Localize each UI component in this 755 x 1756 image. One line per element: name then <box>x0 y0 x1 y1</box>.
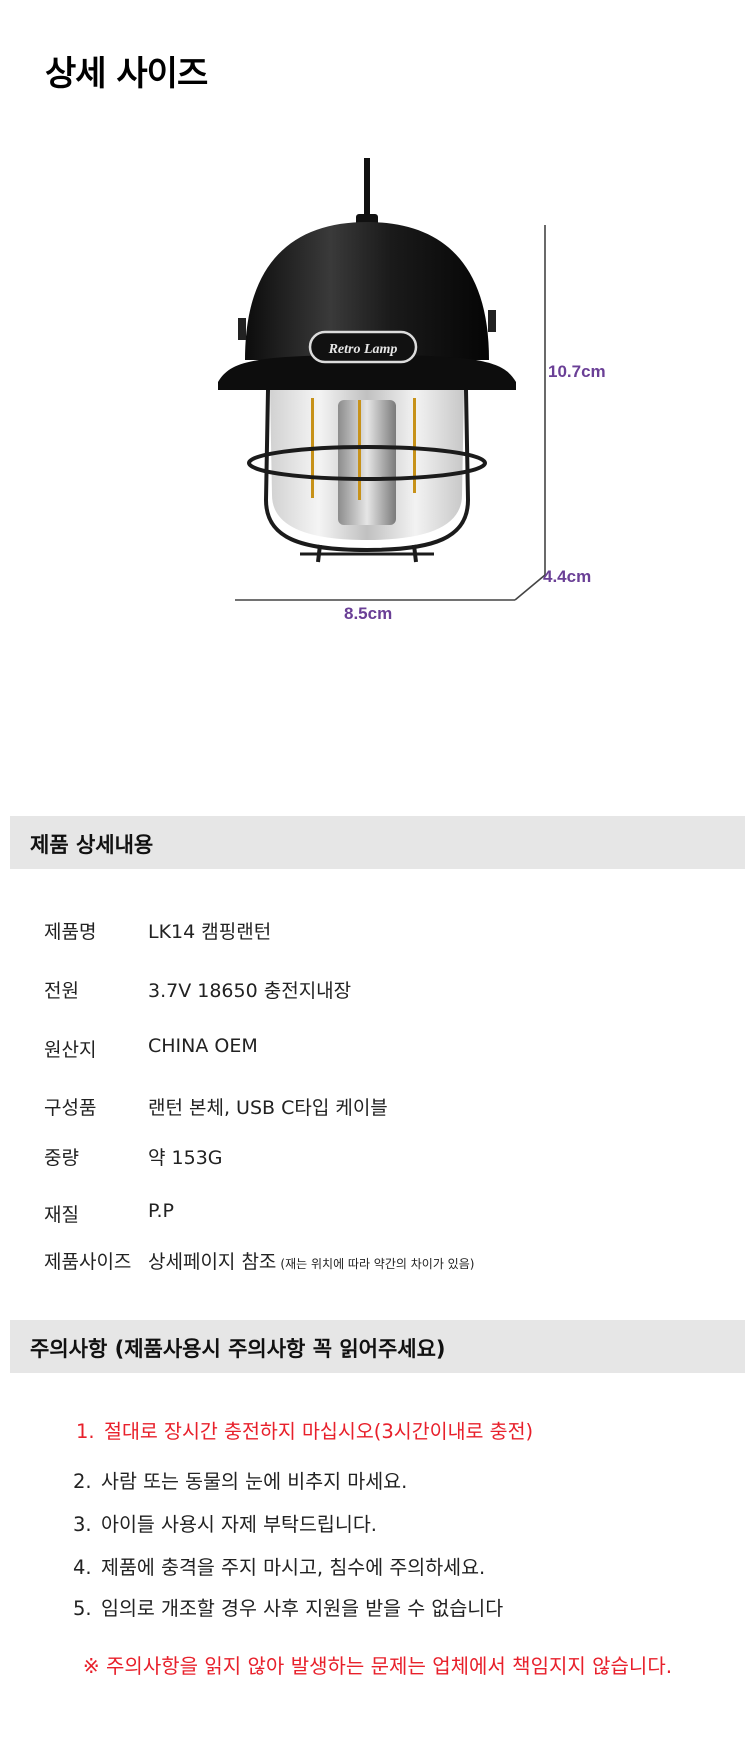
lamp-cord <box>364 158 370 220</box>
spec-section-title: 제품 상세내용 <box>30 833 154 857</box>
caution-number: 1. <box>76 1420 95 1443</box>
caution-item: 2. 사람 또는 동물의 눈에 비추지 마세요. <box>73 1465 407 1494</box>
spec-label: 재질 <box>44 1204 79 1226</box>
spec-value: 랜턴 본체, USB C타입 케이블 <box>148 1097 388 1119</box>
depth-dimension: 4.4cm <box>543 567 591 586</box>
retro-lamp-badge <box>308 330 418 364</box>
caution-text: 아이들 사용시 자제 부탁드립니다. <box>101 1513 377 1536</box>
spec-value: LK14 캠핑랜턴 <box>148 921 272 943</box>
caution-number: 4. <box>73 1556 92 1579</box>
height-dimension: 10.7cm <box>548 362 606 381</box>
lamp-cap <box>245 222 489 360</box>
caution-item: 1. 절대로 장시간 충전하지 마십시오(3시간이내로 충전) <box>76 1415 533 1444</box>
product-figure: Retro Lamp 10.7cm 4.4cm 8.5cm <box>218 158 606 623</box>
caution-footer-note: ※ 주의사항을 읽지 않아 발생하는 문제는 업체에서 책임지지 않습니다. <box>82 1654 673 1678</box>
caution-item: 5. 임의로 개조할 경우 사후 지원을 받을 수 없습니다 <box>73 1592 503 1621</box>
spec-value: 상세페이지 참조(재는 위치에 따라 약간의 차이가 있음) <box>148 1247 474 1274</box>
caution-section-title: 주의사항 (제품사용시 주의사항 꼭 읽어주세요) <box>30 1337 446 1361</box>
spec-value: CHINA OEM <box>148 1035 258 1057</box>
caution-number: 5. <box>73 1597 92 1620</box>
spec-value: 약 153G <box>148 1147 223 1169</box>
spec-value: 3.7V 18650 충전지내장 <box>148 980 352 1002</box>
caution-text: 제품에 충격을 주지 마시고, 침수에 주의하세요. <box>101 1556 486 1579</box>
caution-text: 사람 또는 동물의 눈에 비추지 마세요. <box>101 1470 408 1493</box>
caution-number: 3. <box>73 1513 92 1536</box>
spec-note: (재는 위치에 따라 약간의 차이가 있음) <box>280 1257 475 1271</box>
spec-label: 원산지 <box>44 1039 97 1061</box>
spec-label: 구성품 <box>44 1097 97 1119</box>
spec-label: 전원 <box>44 980 79 1002</box>
caution-section-header: 주의사항 (제품사용시 주의사항 꼭 읽어주세요) <box>10 1320 745 1373</box>
caution-item: 3. 아이들 사용시 자제 부탁드립니다. <box>73 1508 377 1537</box>
lamp-cage-ring <box>247 445 487 481</box>
spec-label: 제품명 <box>44 921 97 943</box>
spec-section-header: 제품 상세내용 <box>10 816 745 869</box>
spec-label: 제품사이즈 <box>44 1251 132 1273</box>
width-dimension: 8.5cm <box>344 604 392 623</box>
spec-label: 중량 <box>44 1147 79 1169</box>
spec-value: P.P <box>148 1200 174 1222</box>
page-title: 상세 사이즈 <box>45 54 208 94</box>
spec-value-text: 상세페이지 참조 <box>148 1251 277 1273</box>
caution-text: 절대로 장시간 충전하지 마십시오(3시간이내로 충전) <box>104 1420 534 1443</box>
caution-item: 4. 제품에 충격을 주지 마시고, 침수에 주의하세요. <box>73 1551 485 1580</box>
caution-text: 임의로 개조할 경우 사후 지원을 받을 수 없습니다 <box>101 1597 504 1620</box>
badge-text: Retro Lamp <box>328 342 398 357</box>
caution-number: 2. <box>73 1470 92 1493</box>
